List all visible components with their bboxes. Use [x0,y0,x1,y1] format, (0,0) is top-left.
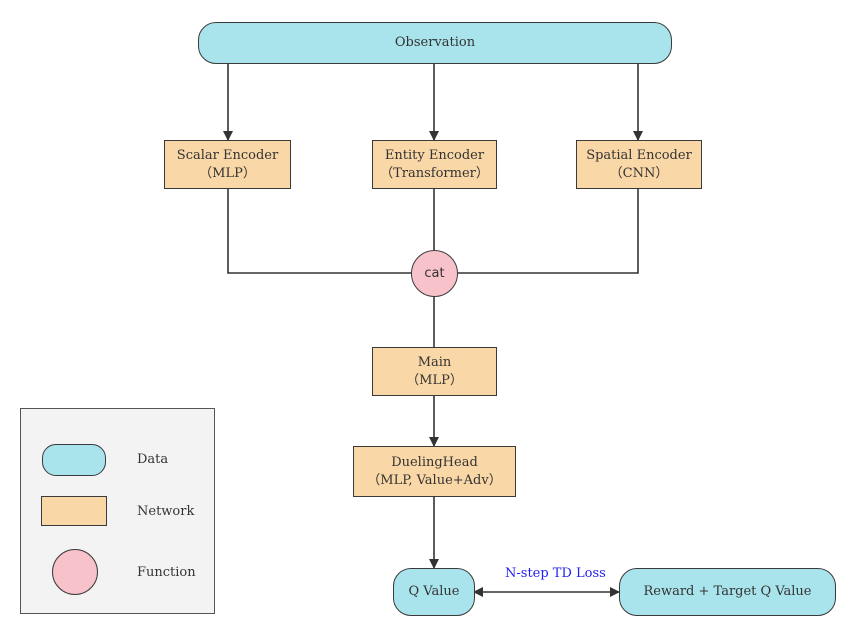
td-loss-label: N-step TD Loss [505,566,606,581]
legend-network-swatch [41,496,107,526]
dueling-head-title: DuelingHead [391,454,478,470]
q-value-node: Q Value [393,568,475,616]
legend-network-label: Network [137,504,195,519]
scalar-encoder-node: Scalar Encoder （MLP） [164,140,291,189]
spatial-encoder-subtitle: （CNN） [609,165,669,181]
main-title: Main [417,354,452,370]
legend-function-swatch [52,549,98,595]
dueling-head-subtitle: （MLP, Value+Adv） [367,472,502,488]
reward-target-label: Reward + Target Q Value [643,584,812,599]
observation-label: Observation [394,35,476,50]
main-subtitle: （MLP） [406,372,463,388]
entity-encoder-node: Entity Encoder （Transformer） [372,140,497,189]
main-node: Main （MLP） [372,347,497,396]
cat-label: cat [424,265,445,281]
legend: Data Network Function [20,408,215,614]
spatial-encoder-node: Spatial Encoder （CNN） [576,140,702,189]
legend-data-swatch [42,444,106,476]
line-spatial-to-cat [457,189,639,274]
q-value-label: Q Value [408,584,460,599]
legend-data-label: Data [137,452,169,467]
observation-node: Observation [198,22,672,64]
legend-function-label: Function [137,565,196,580]
entity-encoder-title: Entity Encoder [384,147,485,163]
cat-function-node: cat [411,250,458,297]
scalar-encoder-title: Scalar Encoder [176,147,279,163]
reward-target-node: Reward + Target Q Value [619,568,836,616]
dueling-head-node: DuelingHead （MLP, Value+Adv） [353,446,516,497]
scalar-encoder-subtitle: （MLP） [199,165,256,181]
entity-encoder-subtitle: （Transformer） [380,165,489,181]
spatial-encoder-title: Spatial Encoder [586,147,692,163]
line-scalar-to-cat [227,189,412,274]
